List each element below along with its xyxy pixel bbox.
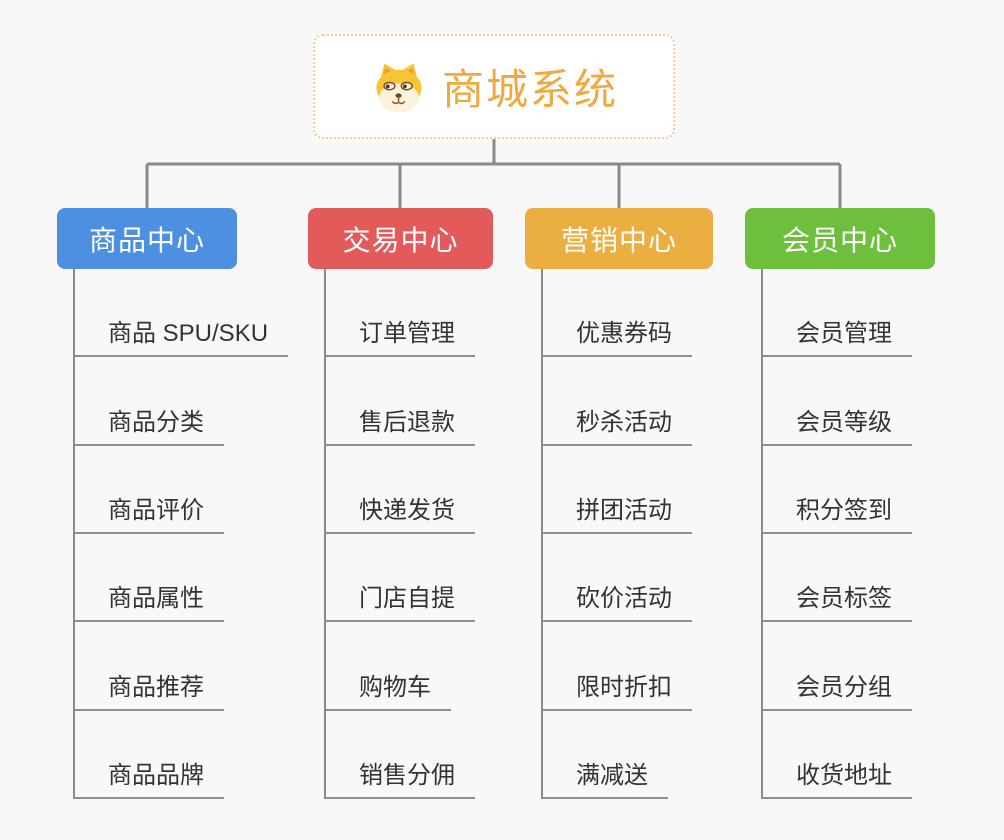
leaf-node[interactable]: 满减送 <box>543 755 668 799</box>
item-row: 商品属性 <box>75 534 288 623</box>
leaf-node[interactable]: 商品 SPU/SKU <box>75 313 289 358</box>
item-row: 商品分类 <box>75 357 288 446</box>
item-row: 销售分佣 <box>326 711 475 799</box>
item-row: 门店自提 <box>326 534 475 623</box>
item-row: 秒杀活动 <box>543 357 692 446</box>
leaf-node[interactable]: 会员分组 <box>763 667 912 711</box>
leaf-node[interactable]: 售后退款 <box>326 402 475 446</box>
branch-label: 会员中心 <box>781 224 898 256</box>
leaf-node[interactable]: 砍价活动 <box>543 578 692 623</box>
item-row: 会员管理 <box>763 269 912 358</box>
branch-items-marketing-center: 优惠券码 秒杀活动 拼团活动 砍价活动 限时折扣 满减送 <box>541 269 692 799</box>
branch-items-trade-center: 订单管理 售后退款 快递发货 门店自提 购物车 销售分佣 <box>324 269 475 799</box>
leaf-node[interactable]: 商品推荐 <box>75 667 224 711</box>
leaf-node[interactable]: 会员管理 <box>763 313 912 358</box>
item-row: 快递发货 <box>326 446 475 534</box>
leaf-node[interactable]: 商品属性 <box>75 578 224 623</box>
item-row: 优惠券码 <box>543 269 692 358</box>
item-row: 订单管理 <box>326 269 475 358</box>
branch-items-member-center: 会员管理 会员等级 积分签到 会员标签 会员分组 收货地址 <box>761 269 912 799</box>
item-row: 商品评价 <box>75 446 288 534</box>
item-row: 积分签到 <box>763 446 912 534</box>
item-row: 商品推荐 <box>75 622 288 711</box>
leaf-node[interactable]: 优惠券码 <box>543 313 692 358</box>
leaf-node[interactable]: 订单管理 <box>326 313 475 358</box>
branch-box-member-center[interactable]: 会员中心 <box>745 208 935 269</box>
leaf-node[interactable]: 商品评价 <box>75 490 224 534</box>
item-row: 限时折扣 <box>543 622 692 711</box>
leaf-node[interactable]: 拼团活动 <box>543 490 692 534</box>
item-row: 购物车 <box>326 622 475 711</box>
item-row: 拼团活动 <box>543 446 692 534</box>
leaf-node[interactable]: 限时折扣 <box>543 667 692 711</box>
leaf-node[interactable]: 商品分类 <box>75 402 224 446</box>
item-row: 会员标签 <box>763 534 912 623</box>
item-row: 商品 SPU/SKU <box>75 269 289 358</box>
branch-box-product-center[interactable]: 商品中心 <box>57 208 237 269</box>
leaf-node[interactable]: 收货地址 <box>763 755 912 799</box>
branch-label: 营销中心 <box>560 224 677 256</box>
branch-items-product-center: 商品 SPU/SKU 商品分类 商品评价 商品属性 商品推荐 商品品牌 <box>73 269 289 799</box>
branch-box-trade-center[interactable]: 交易中心 <box>308 208 493 269</box>
leaf-node[interactable]: 销售分佣 <box>326 755 475 799</box>
item-row: 售后退款 <box>326 357 475 446</box>
leaf-node[interactable]: 商品品牌 <box>75 755 224 799</box>
shiba-dog-icon <box>376 62 422 112</box>
item-row: 会员等级 <box>763 357 912 446</box>
branch-box-marketing-center[interactable]: 营销中心 <box>525 208 713 269</box>
leaf-node[interactable]: 积分签到 <box>763 490 912 534</box>
leaf-node[interactable]: 购物车 <box>326 667 451 711</box>
leaf-node[interactable]: 门店自提 <box>326 578 475 623</box>
leaf-node[interactable]: 会员标签 <box>763 578 912 623</box>
leaf-node[interactable]: 快递发货 <box>326 490 475 534</box>
root-node[interactable]: 商城系统 <box>313 34 675 139</box>
branch-label: 商品中心 <box>88 224 205 256</box>
root-title: 商城系统 <box>441 66 618 113</box>
leaf-node[interactable]: 秒杀活动 <box>543 402 692 446</box>
item-row: 满减送 <box>543 711 692 799</box>
branch-label: 交易中心 <box>342 224 459 256</box>
item-row: 砍价活动 <box>543 534 692 623</box>
item-row: 收货地址 <box>763 711 912 799</box>
item-row: 商品品牌 <box>75 711 288 799</box>
leaf-node[interactable]: 会员等级 <box>763 402 912 446</box>
item-row: 会员分组 <box>763 622 912 711</box>
